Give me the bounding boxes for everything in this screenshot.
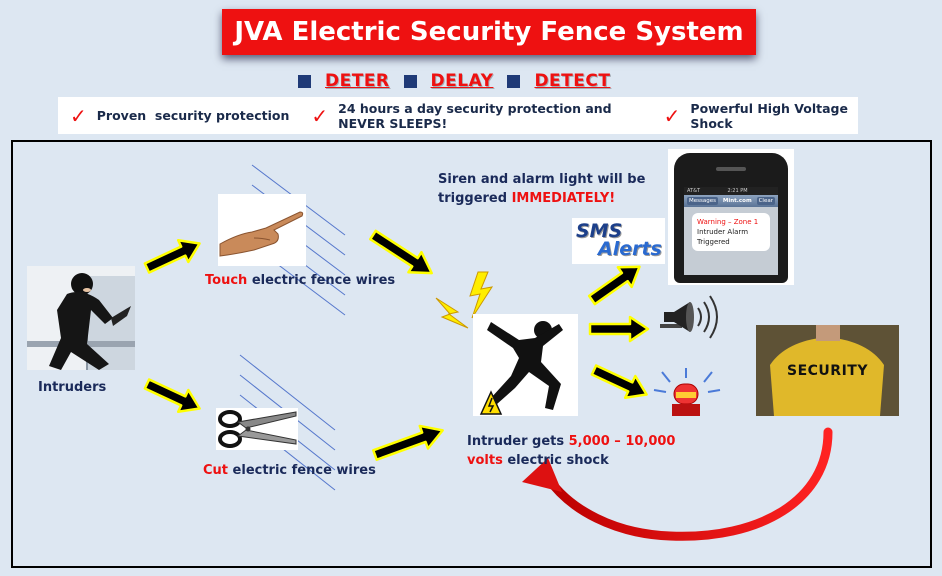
- cut-caption: Cut electric fence wires: [203, 463, 376, 478]
- electric-shock-image: [473, 314, 578, 416]
- alarm-light-icon: [653, 368, 721, 416]
- cut-rest: electric fence wires: [228, 463, 376, 478]
- shock-voltage: 5,000 – 10,000: [568, 434, 676, 449]
- benefit-item: ✓ 24 hours a day security protection and…: [311, 101, 641, 131]
- tagline-delay: DELAY: [430, 71, 494, 91]
- siren-line2-prefix: triggered: [438, 191, 512, 206]
- curved-return-arrow: [522, 427, 833, 541]
- phone-time: 2:21 PM: [727, 188, 748, 194]
- shock-volts: volts: [467, 453, 503, 468]
- arrow-intruder-to-cut: [143, 378, 201, 414]
- security-text: SECURITY: [787, 363, 868, 379]
- sms-alerts-logo: SMS Alerts: [572, 218, 665, 264]
- shock-line2-rest: electric shock: [502, 453, 609, 468]
- scissors-image: [216, 408, 298, 450]
- phone-header: Mint.com: [722, 198, 752, 204]
- phone-message-bubble: Warning – Zone 1 Intruder Alarm Triggere…: [692, 213, 770, 251]
- touch-highlight: Touch: [205, 273, 248, 288]
- phone-body: AT&T 2:21 PM Messages Mint.com Clear Warn…: [674, 153, 788, 283]
- phone-speaker: [716, 167, 746, 171]
- page-title: JVA Electric Security Fence System: [222, 9, 756, 55]
- benefit-item: ✓ Proven security protection: [70, 104, 289, 128]
- phone-clear-button[interactable]: Clear: [756, 197, 775, 205]
- phone-message-line1: Warning – Zone 1: [697, 218, 759, 226]
- siren-line2: triggered IMMEDIATELY!: [438, 189, 645, 208]
- tagline-detect: DETECT: [534, 71, 611, 91]
- phone-carrier: AT&T: [687, 188, 701, 194]
- phone-message-line3: Triggered: [697, 238, 730, 246]
- tagline-deter: DETER: [325, 71, 390, 91]
- benefit-text: Proven security protection: [96, 108, 290, 123]
- bullet-square-icon: [403, 74, 417, 88]
- cut-highlight: Cut: [203, 463, 229, 478]
- intruders-label: Intruders: [38, 380, 107, 395]
- shock-line1-prefix: Intruder gets: [467, 434, 569, 449]
- phone-screen: AT&T 2:21 PM Messages Mint.com Clear Warn…: [684, 187, 778, 275]
- benefit-text: 24 hours a day security protection and N…: [338, 100, 612, 131]
- alerts-word: Alerts: [598, 238, 662, 260]
- arrow-touch-to-shock: [369, 229, 433, 275]
- tagline: DETER DELAY DETECT: [298, 68, 658, 94]
- siren-highlight: IMMEDIATELY!: [511, 191, 616, 206]
- flow-arrows: [143, 229, 650, 461]
- phone-message-line2: Intruder Alarm: [697, 228, 749, 236]
- benefits-bar: ✓ Proven security protection ✓ 24 hours …: [58, 97, 858, 134]
- shock-line1: Intruder gets 5,000 – 10,000: [467, 432, 675, 451]
- bullet-square-icon: [507, 74, 521, 88]
- scissors-icon: [216, 408, 298, 450]
- speaker-icon: [660, 295, 718, 339]
- touch-hand-image: [218, 194, 306, 266]
- checkmark-icon: ✓: [663, 103, 681, 128]
- phone-nav-bar: Messages Mint.com Clear: [684, 195, 778, 207]
- shock-line2: volts electric shock: [467, 451, 675, 470]
- arrow-cut-to-shock: [372, 424, 444, 461]
- intruder-image: [27, 266, 135, 370]
- phone-back-button[interactable]: Messages: [687, 197, 718, 205]
- benefit-text: Powerful High Voltage Shock: [690, 100, 848, 131]
- shock-caption: Intruder gets 5,000 – 10,000 volts elect…: [467, 432, 675, 470]
- touch-caption: Touch electric fence wires: [205, 273, 395, 288]
- alarm-light-image: [652, 368, 722, 420]
- sms-word: SMS: [576, 220, 623, 242]
- checkmark-icon: ✓: [311, 103, 329, 128]
- benefit-item: ✓ Powerful High Voltage Shock: [664, 101, 848, 131]
- siren-line1: Siren and alarm light will be: [438, 172, 646, 187]
- phone-status-bar: AT&T 2:21 PM: [684, 187, 778, 195]
- smartphone-image: AT&T 2:21 PM Messages Mint.com Clear Warn…: [668, 149, 794, 285]
- lightning-bolt-icon: [435, 271, 494, 329]
- checkmark-icon: ✓: [70, 103, 87, 128]
- arrow-intruder-to-touch: [143, 238, 201, 274]
- diagram-frame: [11, 140, 932, 568]
- arrow-shock-to-siren: [588, 315, 650, 343]
- siren-caption: Siren and alarm light will be triggered …: [438, 170, 645, 208]
- touch-rest: electric fence wires: [247, 273, 396, 288]
- bullet-square-icon: [298, 74, 311, 88]
- security-guard-image: SECURITY: [756, 325, 899, 416]
- arrow-shock-to-light: [590, 364, 648, 400]
- arrow-shock-to-sms: [587, 265, 641, 306]
- siren-speaker-image: [658, 294, 720, 340]
